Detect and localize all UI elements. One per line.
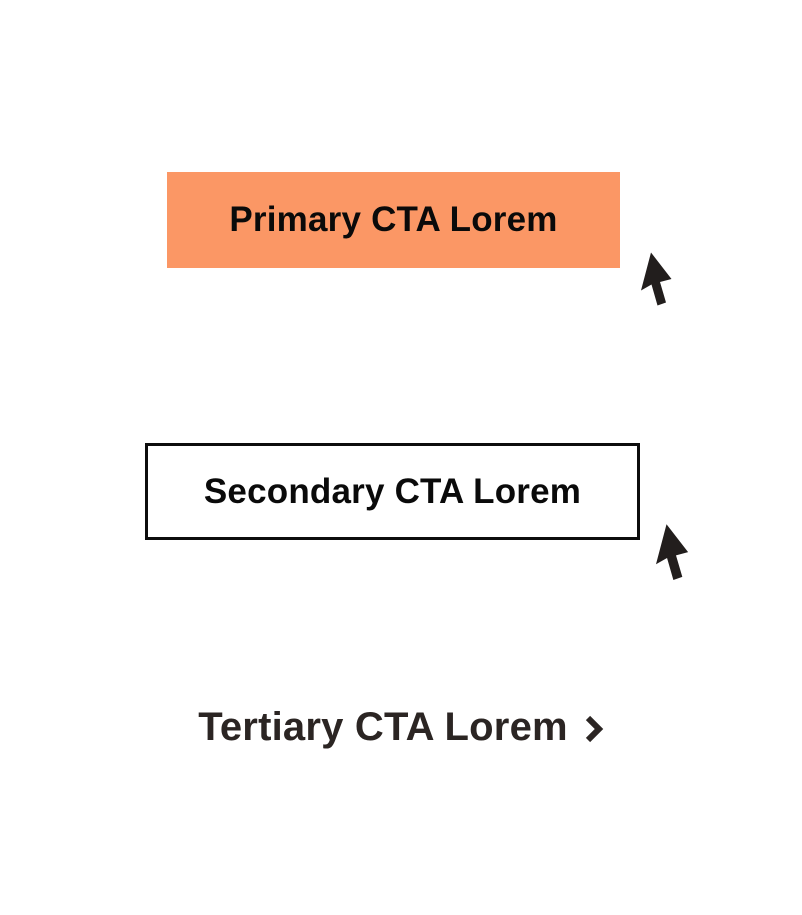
secondary-cta-button[interactable]: Secondary CTA Lorem [145,443,640,540]
tertiary-cta-label: Tertiary CTA Lorem [198,704,568,749]
secondary-cta-label: Secondary CTA Lorem [203,471,582,511]
mouse-cursor-icon [656,524,689,581]
primary-cta-button[interactable]: Primary CTA Lorem [167,172,620,268]
tertiary-cta-link[interactable]: Tertiary CTA Lorem [198,705,604,750]
chevron-right-icon [585,715,604,742]
tertiary-cta-row: Tertiary CTA Lorem [0,701,802,753]
primary-cta-label: Primary CTA Lorem [229,200,558,239]
mouse-cursor-icon [641,252,672,306]
